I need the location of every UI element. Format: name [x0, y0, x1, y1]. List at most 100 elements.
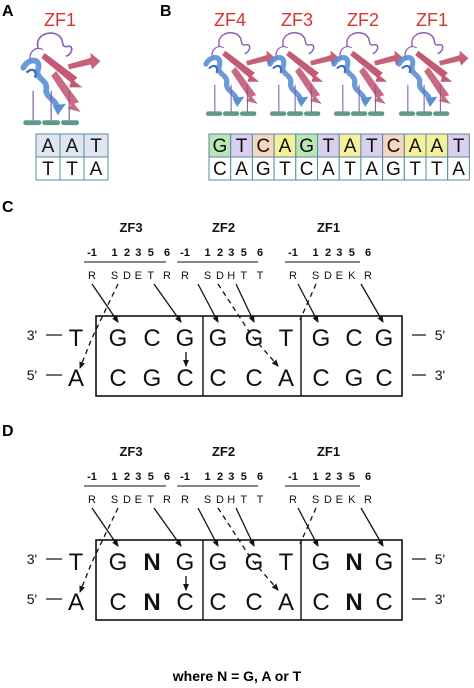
residue-letter: E: [135, 494, 142, 506]
top-strand-base: A: [409, 136, 422, 157]
residue-position-label: 6: [164, 471, 170, 483]
bottom-strand-base: G: [345, 365, 364, 392]
residue-position-label: 6: [257, 247, 263, 259]
residue-position-label: 3: [228, 471, 234, 483]
beta-strand-arrow: [424, 67, 451, 104]
bottom-strand-base: C: [375, 589, 392, 616]
residue-position-label: 5: [241, 471, 247, 483]
top-strand-base: G: [375, 325, 394, 352]
beta-strand-arrow: [51, 71, 81, 112]
residue-letter: R: [364, 494, 372, 506]
helix-ribbon: [20, 57, 61, 112]
beta-strand-arrow: [245, 50, 276, 66]
contact-arrow: [153, 507, 182, 547]
bottom-strand-base: A: [278, 589, 294, 616]
loop-path: [346, 32, 379, 55]
strand-end-label: 3': [435, 591, 445, 607]
bottom-strand-cell: [447, 156, 470, 181]
residue-position-label: -1: [180, 247, 190, 259]
residue-position-label: -1: [87, 247, 97, 259]
helix-shade: [208, 64, 219, 74]
beta-strand-arrow: [350, 50, 388, 82]
finger-label-zf4: ZF4: [214, 10, 246, 30]
residue-position-label: 5: [349, 247, 355, 259]
top-strand-base: N: [143, 549, 160, 576]
residue-letter: S: [204, 270, 211, 282]
zinc-finger-icon: [396, 32, 469, 116]
top-strand-base: T: [366, 136, 378, 157]
bottom-strand-base: C: [245, 365, 262, 392]
contact-arrow: [91, 283, 119, 323]
top-strand-base: T: [279, 549, 294, 576]
residue-letter: T: [257, 270, 264, 282]
top-strand-base: G: [209, 549, 228, 576]
residue-position-label: 3: [336, 247, 342, 259]
bottom-strand-cell: [83, 156, 109, 181]
residue-position-label: 1: [111, 247, 117, 259]
strand-end-label: 3': [27, 327, 37, 343]
contact-arrow: [235, 283, 255, 323]
residue-letter: D: [324, 270, 332, 282]
contact-arrow: [235, 507, 255, 547]
helix-tip: [425, 96, 438, 107]
residue-position-label: 5: [148, 471, 154, 483]
residue-letter: R: [181, 494, 189, 506]
bottom-strand-base: G: [143, 365, 162, 392]
bottom-strand-base: T: [279, 159, 291, 180]
bottom-strand-base: T: [66, 159, 78, 180]
residue-letter: T: [257, 494, 264, 506]
helix-ribbon: [396, 54, 433, 104]
residue-position-label: 1: [312, 247, 318, 259]
residue-letter: K: [348, 494, 356, 506]
residue-letter: R: [163, 494, 171, 506]
residue-letter: R: [181, 270, 189, 282]
dna-contact-pad: [42, 120, 61, 126]
residue-position-label: 1: [204, 471, 210, 483]
bottom-strand-base: A: [365, 159, 378, 180]
residue-position-label: -1: [288, 471, 298, 483]
residue-letter: S: [312, 494, 319, 506]
bottom-strand-base: C: [300, 159, 314, 180]
dna-contact-pad: [222, 111, 240, 116]
bottom-strand-base: T: [42, 159, 54, 180]
top-strand-base: G: [176, 325, 195, 352]
top-strand-base: A: [42, 136, 55, 157]
panel-c-letter: C: [2, 199, 14, 216]
helix-tip: [232, 96, 245, 107]
residue-position-label: 5: [148, 247, 154, 259]
residue-position-label: 3: [135, 471, 141, 483]
finger-label-zf2: ZF2: [347, 10, 379, 30]
dna-contact-pad: [240, 111, 257, 116]
top-strand-base: G: [209, 325, 228, 352]
panel-b-letter: B: [160, 3, 172, 20]
residue-letter: D: [216, 494, 224, 506]
contact-arrow: [91, 507, 119, 547]
residue-letter: T: [240, 270, 247, 282]
residue-letter: S: [111, 270, 118, 282]
finger-header-zf2: ZF2: [212, 444, 235, 459]
residue-letter: D: [123, 494, 131, 506]
residue-position-label: 1: [312, 471, 318, 483]
residue-letter: D: [216, 270, 224, 282]
top-strand-base: G: [109, 325, 128, 352]
residue-letter: S: [111, 494, 118, 506]
top-strand-base: G: [312, 549, 331, 576]
flanking-base-top: T: [69, 549, 84, 576]
finger-label-zf3: ZF3: [281, 10, 313, 30]
residue-letter: R: [289, 270, 297, 282]
dna-contact-pad: [398, 111, 416, 116]
residue-letter: T: [240, 494, 247, 506]
bottom-strand-base: C: [176, 365, 193, 392]
beta-strand-arrow: [222, 50, 260, 82]
residue-position-label: 2: [217, 471, 223, 483]
bottom-strand-base: C: [109, 365, 126, 392]
finger-header-zf1: ZF1: [317, 444, 340, 459]
top-strand-base: T: [90, 136, 102, 157]
helix-ribbon: [331, 54, 368, 104]
top-strand-base: A: [66, 136, 79, 157]
residue-position-label: 6: [365, 471, 371, 483]
